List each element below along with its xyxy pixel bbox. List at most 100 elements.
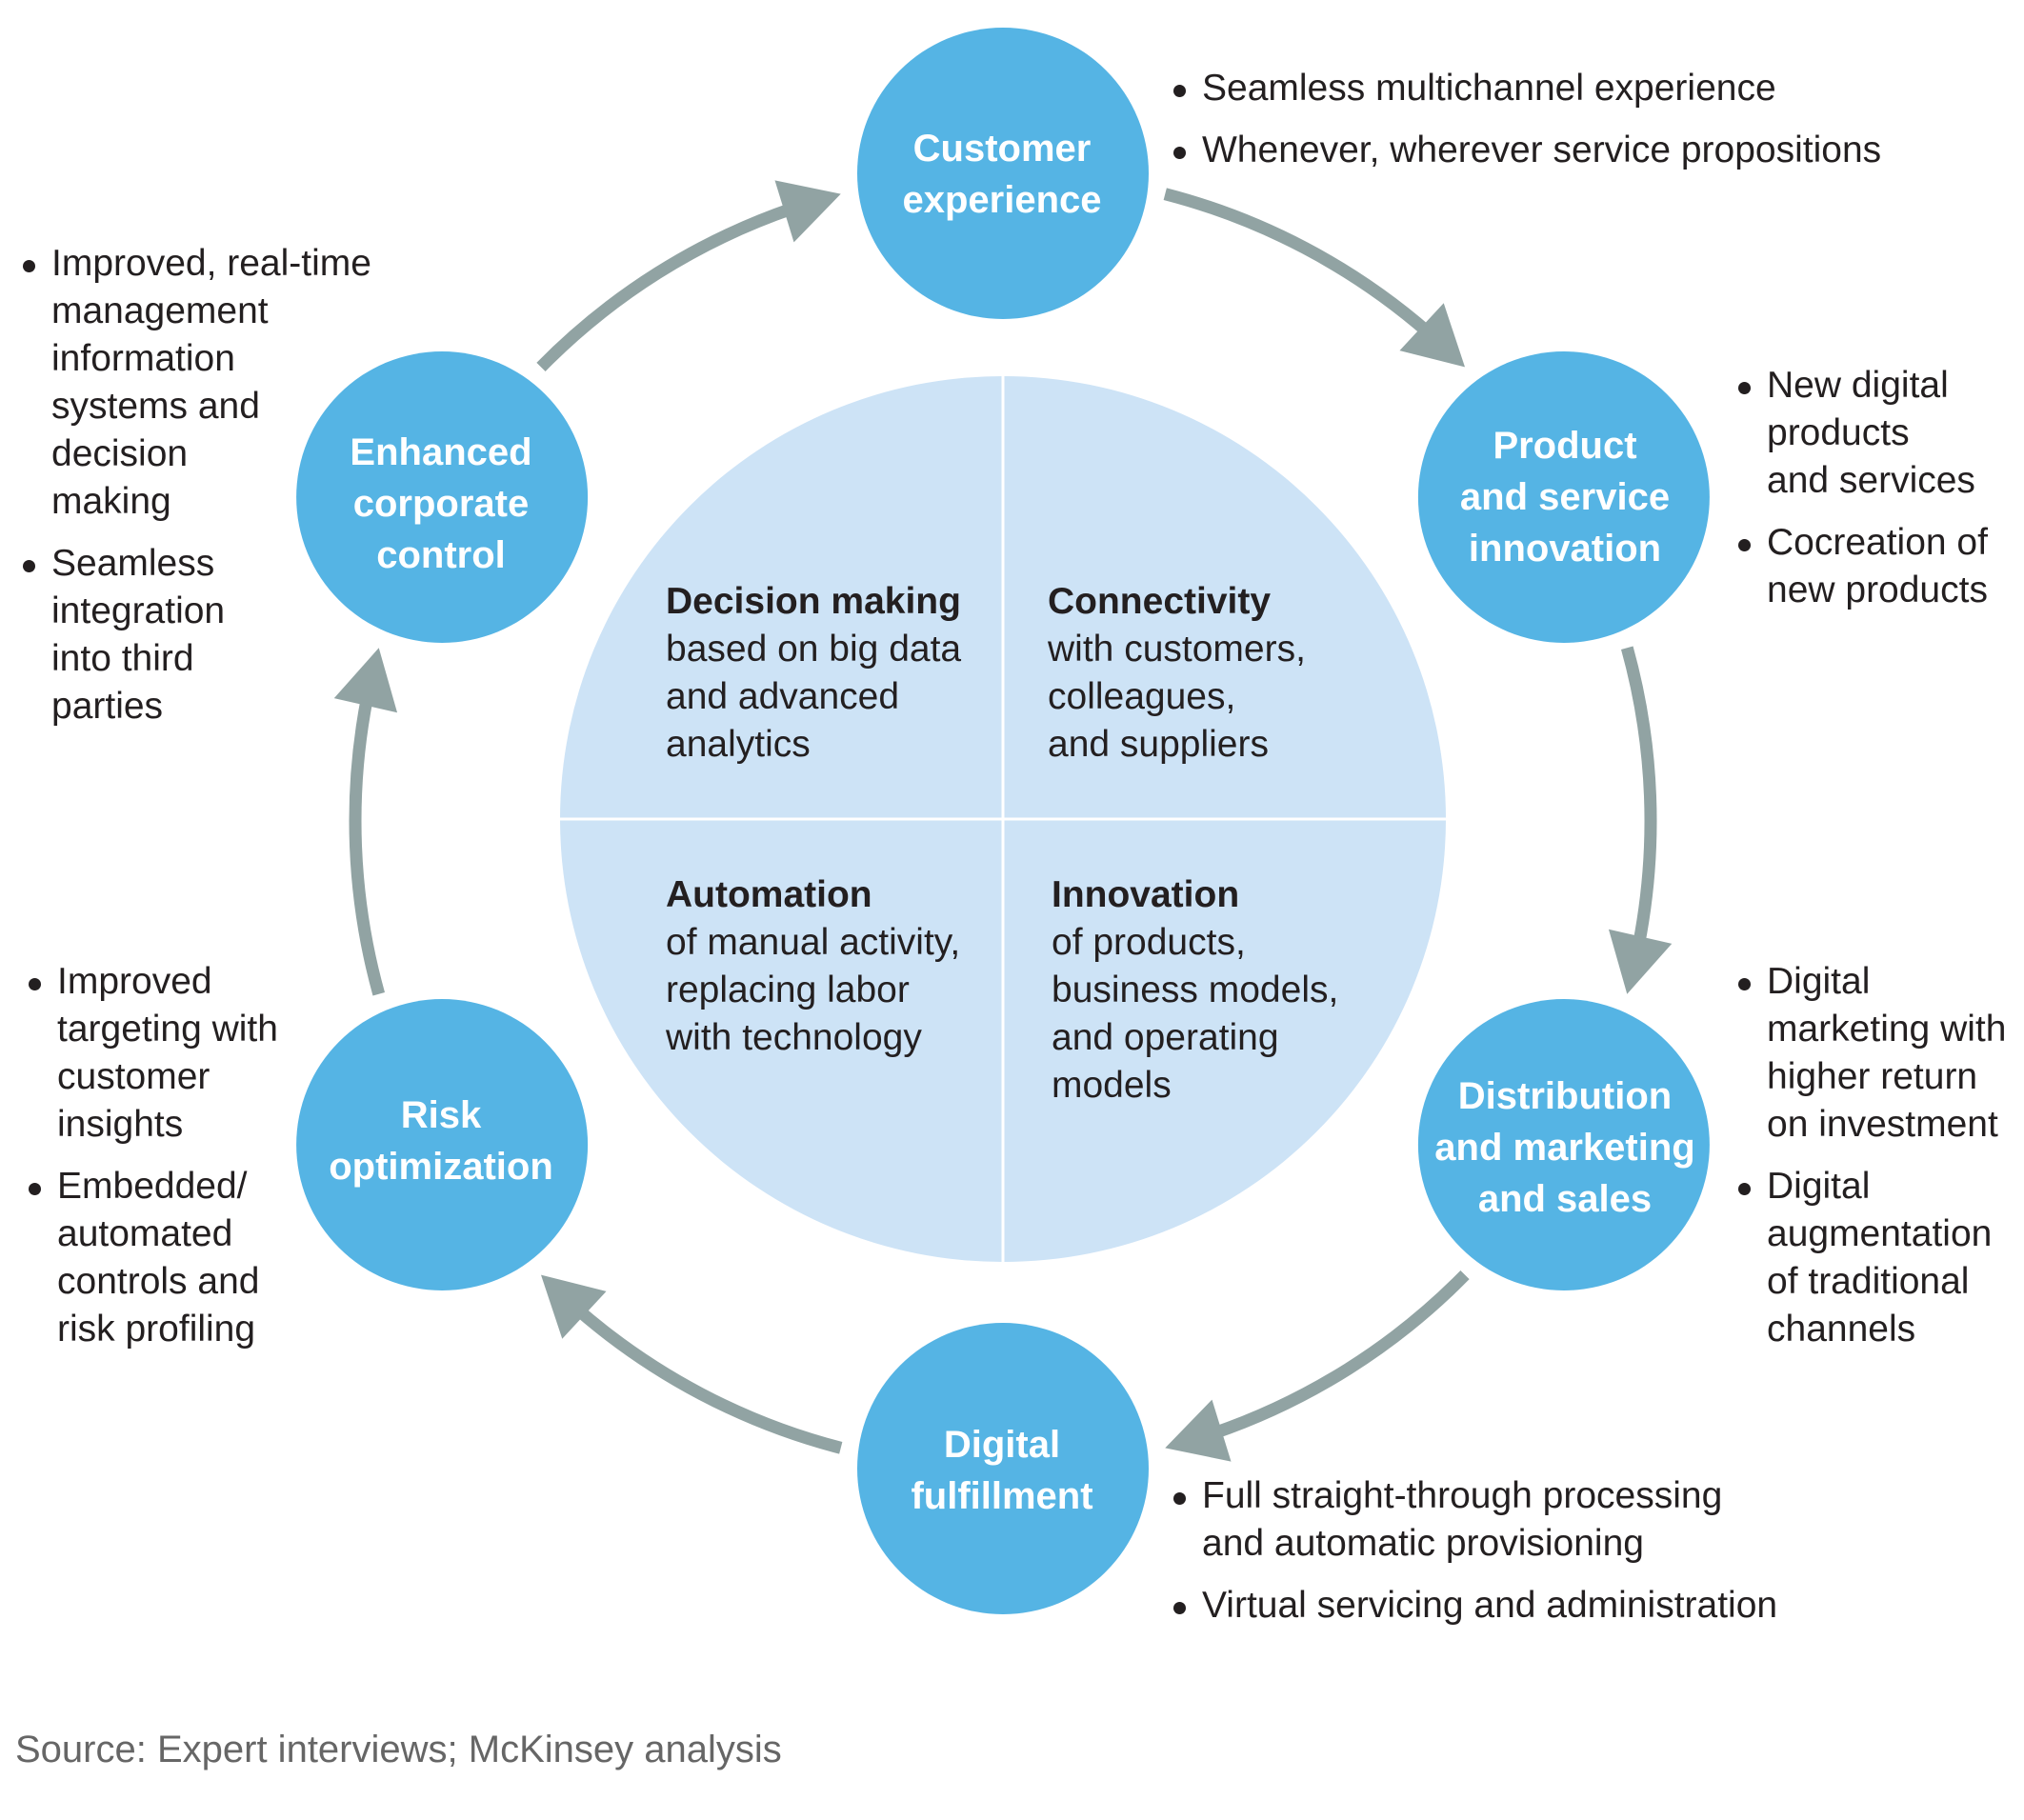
node-label-line: fulfillment bbox=[911, 1475, 1093, 1517]
node-label-line: and marketing bbox=[1434, 1127, 1695, 1169]
bullets-digital-fulfillment: Full straight-through processing and auto… bbox=[1170, 1472, 1777, 1644]
node-label-line: experience bbox=[902, 179, 1102, 221]
node-label-line: control bbox=[376, 534, 506, 576]
bullet-line: Seamless bbox=[51, 543, 215, 584]
quadrant-automation: Automation of manual activity, replacing… bbox=[666, 871, 960, 1062]
bullet-line: channels bbox=[1767, 1309, 1916, 1350]
quadrant-innovation: Innovation of products, business models,… bbox=[1052, 871, 1338, 1110]
bullet-line: into third bbox=[51, 638, 194, 679]
arrow-shaft bbox=[572, 1304, 843, 1454]
arrow-head-icon bbox=[1165, 1399, 1232, 1462]
arrow-enhanced-corporate-control-to-customer-experience bbox=[536, 180, 841, 371]
node-circle-enhanced-corporate-control bbox=[296, 351, 589, 643]
stage-nodes bbox=[296, 28, 1710, 1614]
bullet-line: New digital bbox=[1767, 365, 1949, 406]
node-label-digital-fulfillment: Digital fulfillment bbox=[859, 1419, 1145, 1522]
node-label-line: Risk bbox=[400, 1094, 482, 1136]
bullet-line: information bbox=[51, 338, 235, 379]
quadrant-title: Innovation bbox=[1052, 874, 1240, 915]
bullet-item: Seamless multichannel experience bbox=[1170, 65, 1881, 112]
arrow-product-service-innovation-to-distribution-marketing-sales bbox=[1608, 646, 1673, 994]
bullet-line: Digital bbox=[1767, 1166, 1871, 1207]
quadrant-line: of products, bbox=[1052, 922, 1246, 963]
cycle-arrows bbox=[333, 180, 1673, 1462]
quadrant-line: with customers, bbox=[1048, 629, 1306, 670]
bullet-line: Virtual servicing and administration bbox=[1202, 1585, 1778, 1626]
bullet-line: integration bbox=[51, 590, 226, 631]
node-label-line: Product bbox=[1493, 425, 1637, 467]
arrow-shaft bbox=[1211, 1270, 1470, 1440]
quadrant-line: colleagues, bbox=[1048, 676, 1236, 717]
bullet-line: new products bbox=[1767, 570, 1988, 610]
bullet-line: Full straight-through processing bbox=[1202, 1475, 1723, 1516]
arrow-shaft bbox=[1621, 646, 1657, 947]
bullet-line: higher return bbox=[1767, 1056, 1978, 1097]
bullet-line: parties bbox=[51, 686, 164, 727]
bullet-line: management bbox=[51, 290, 269, 331]
quadrant-line: business models, bbox=[1052, 970, 1339, 1010]
node-label-line: and sales bbox=[1477, 1178, 1653, 1220]
arrow-shaft bbox=[536, 202, 795, 371]
quadrant-line: and advanced bbox=[666, 676, 900, 717]
bullet-line: and services bbox=[1767, 460, 1975, 501]
bullet-item: New digital products and services bbox=[1734, 362, 1988, 505]
node-label-line: innovation bbox=[1468, 528, 1662, 570]
bullet-line: Improved, real-time bbox=[51, 243, 371, 284]
bullet-line: insights bbox=[57, 1104, 184, 1145]
bullet-line: automated bbox=[57, 1213, 233, 1254]
node-circle-digital-fulfillment bbox=[857, 1323, 1149, 1614]
bullet-line: Seamless multichannel experience bbox=[1202, 68, 1776, 109]
bullets-enhanced-corporate-control: Improved, real-time management information… bbox=[19, 240, 371, 745]
bullet-line: customer bbox=[57, 1056, 210, 1097]
bullet-line: Digital bbox=[1767, 961, 1871, 1002]
bullet-item: Whenever, wherever service propositions bbox=[1170, 127, 1881, 174]
bullet-line: Improved bbox=[57, 961, 212, 1002]
node-label-line: Digital bbox=[943, 1424, 1061, 1466]
quadrant-connectivity: Connectivity with customers, colleagues,… bbox=[1048, 578, 1306, 769]
arrow-customer-experience-to-product-service-innovation bbox=[1163, 188, 1466, 368]
node-circle-product-service-innovation bbox=[1417, 351, 1710, 643]
node-label-line: and service bbox=[1459, 476, 1671, 518]
bullet-line: augmentation bbox=[1767, 1213, 1993, 1254]
bullet-line: on investment bbox=[1767, 1104, 1998, 1145]
quadrant-line: of manual activity, bbox=[666, 922, 961, 963]
node-label-line: corporate bbox=[352, 483, 530, 525]
quadrant-line: models bbox=[1052, 1065, 1172, 1106]
quadrant-line: and suppliers bbox=[1048, 724, 1269, 765]
bullet-line: decision bbox=[51, 433, 189, 474]
arrow-distribution-marketing-sales-to-digital-fulfillment bbox=[1165, 1270, 1470, 1462]
quadrant-title: Decision making bbox=[666, 581, 961, 622]
quadrant-line: replacing labor bbox=[666, 970, 910, 1010]
arrow-shaft bbox=[1163, 188, 1433, 338]
quadrant-line: analytics bbox=[666, 724, 811, 765]
bullet-line: Whenever, wherever service propositions bbox=[1202, 130, 1882, 170]
node-label-line: Customer bbox=[912, 128, 1092, 170]
node-label-line: Distribution bbox=[1457, 1075, 1673, 1117]
node-label-risk-optimization: Risk optimization bbox=[298, 1090, 584, 1192]
arrow-head-icon bbox=[1399, 303, 1466, 368]
bullet-line: systems and bbox=[51, 386, 260, 427]
quadrant-line: based on big data bbox=[666, 629, 962, 670]
bullet-line: products bbox=[1767, 412, 1910, 453]
arrow-risk-optimization-to-enhanced-corporate-control bbox=[333, 648, 398, 996]
node-label-customer-experience: Customer experience bbox=[859, 123, 1145, 226]
arrow-head-icon bbox=[1608, 929, 1673, 994]
node-label-distribution-marketing-sales: Distribution and marketing and sales bbox=[1422, 1070, 1708, 1225]
bullet-item: Seamless integration into third parties bbox=[19, 540, 371, 730]
bullet-line: Embedded/ bbox=[57, 1166, 248, 1207]
arrow-head-icon bbox=[540, 1274, 607, 1339]
node-label-product-service-innovation: Product and service innovation bbox=[1422, 420, 1708, 574]
arrow-shaft bbox=[349, 695, 385, 996]
bullet-line: marketing with bbox=[1767, 1009, 2007, 1050]
arrow-head-icon bbox=[774, 180, 841, 243]
quadrant-title: Automation bbox=[666, 874, 872, 915]
node-label-enhanced-corporate-control: Enhanced corporate control bbox=[298, 427, 584, 581]
node-circle-distribution-marketing-sales bbox=[1417, 999, 1710, 1290]
bullet-item: Improved, real-time management information… bbox=[19, 240, 371, 526]
bullet-line: Cocreation of bbox=[1767, 522, 1988, 563]
bullet-line: and automatic provisioning bbox=[1202, 1523, 1644, 1564]
